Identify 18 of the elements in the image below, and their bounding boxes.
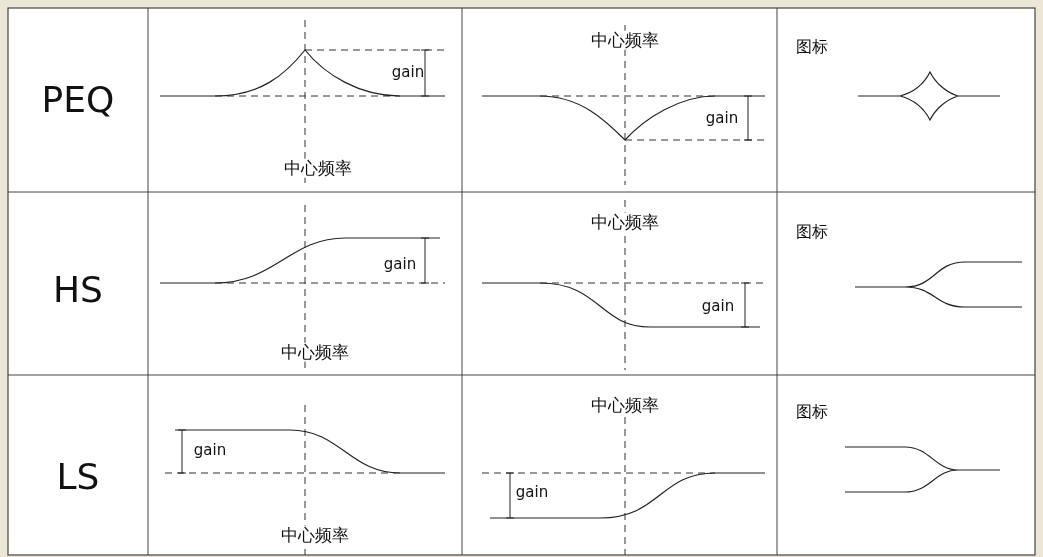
icon-heading: 图标: [796, 223, 828, 241]
icon-heading: 图标: [796, 38, 828, 56]
gain-label: gain: [383, 255, 417, 273]
gain-label: gain: [391, 63, 425, 81]
filter-type-label: HS: [53, 270, 103, 310]
center-frequency-label: 中心频率: [589, 212, 661, 232]
center-frequency-label: 中心频率: [589, 395, 661, 415]
filter-type-label: PEQ: [41, 80, 115, 120]
center-frequency-label: 中心频率: [279, 525, 351, 545]
icon-heading: 图标: [796, 403, 828, 421]
gain-label: gain: [193, 441, 227, 459]
center-frequency-label: 中心频率: [282, 158, 354, 178]
gain-label: gain: [705, 109, 739, 127]
center-frequency-label: 中心频率: [279, 342, 351, 362]
center-frequency-label: 中心频率: [589, 30, 661, 50]
filter-type-label: LS: [56, 457, 100, 497]
gain-label: gain: [515, 483, 549, 501]
gain-label: gain: [701, 297, 735, 315]
